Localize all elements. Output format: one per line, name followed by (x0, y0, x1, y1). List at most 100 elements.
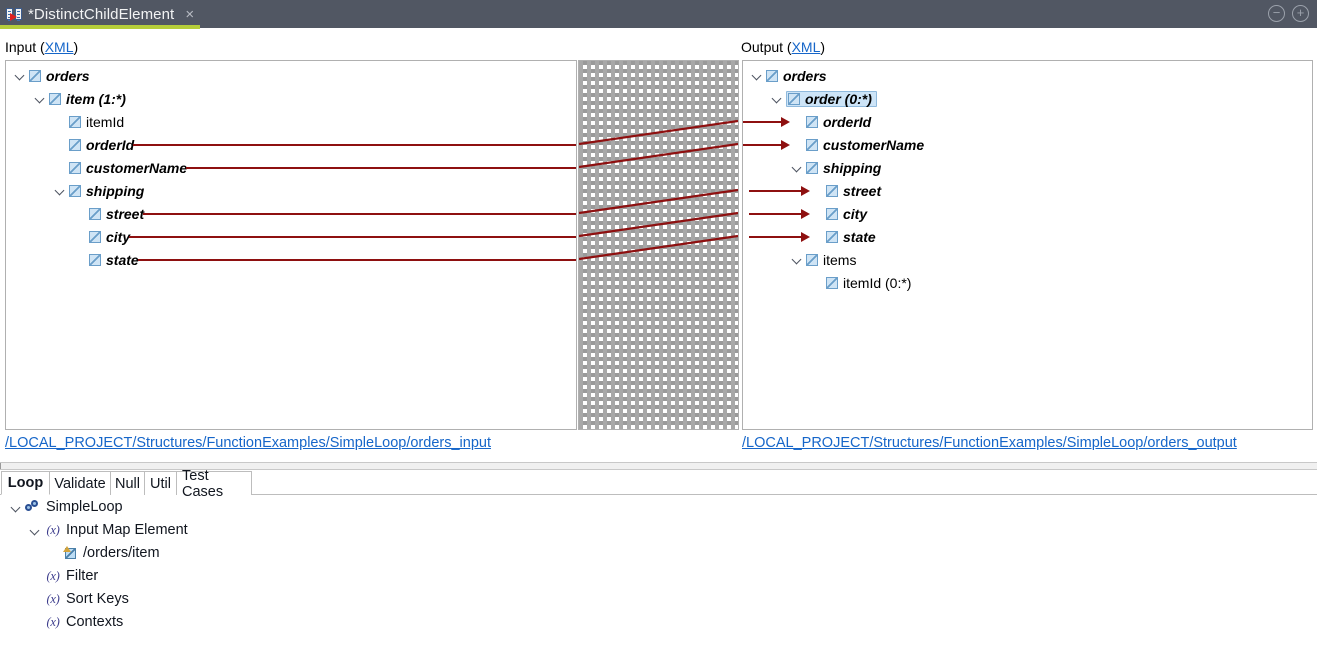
maximize-icon[interactable]: + (1292, 5, 1309, 22)
output-tree-node[interactable]: orderId (791, 112, 871, 131)
chevron-down-icon[interactable] (751, 69, 764, 82)
element-checkbox-icon[interactable] (29, 69, 41, 82)
mapping-line[interactable] (749, 236, 802, 238)
element-checkbox-icon[interactable] (69, 161, 81, 174)
mapping-line[interactable] (749, 213, 802, 215)
input-label-paren: ) (73, 39, 79, 55)
minimize-icon[interactable]: − (1268, 5, 1285, 22)
element-checkbox-icon[interactable] (766, 69, 778, 82)
loop-tree-node-label: Sort Keys (66, 591, 129, 607)
input-tree-panel[interactable]: orders item (1:*) itemId orderId customerNam… (5, 60, 577, 430)
element-checkbox-icon[interactable] (806, 253, 818, 266)
element-checkbox-icon[interactable] (69, 138, 81, 151)
chevron-down-icon[interactable] (34, 92, 47, 105)
element-checkbox-icon[interactable] (806, 161, 818, 174)
panel-sash[interactable] (0, 462, 1317, 470)
mapping-line[interactable] (743, 144, 782, 146)
output-tree-node-label: itemId (0:*) (843, 274, 912, 291)
chevron-down-icon[interactable] (54, 184, 67, 197)
output-tree-node[interactable]: orders (751, 66, 827, 85)
active-tab-underline (0, 25, 200, 29)
input-tree-node[interactable]: customerName (54, 158, 187, 177)
chevron-down-icon[interactable] (10, 501, 23, 514)
output-tree-node-content[interactable]: state (826, 230, 876, 244)
tab-loop[interactable]: Loop (1, 471, 50, 495)
element-checkbox-icon[interactable] (826, 230, 838, 243)
chevron-down-icon[interactable] (791, 161, 804, 174)
element-checkbox-icon[interactable] (788, 92, 800, 105)
element-checkbox-icon[interactable] (89, 207, 101, 220)
element-checkbox-icon[interactable] (89, 230, 101, 243)
element-checkbox-icon[interactable] (826, 276, 838, 289)
input-tree-node-label: city (106, 228, 131, 245)
loop-tree-node[interactable]: (x)Filter (29, 565, 99, 587)
output-tree-node-selected[interactable]: order (0:*) (786, 90, 877, 107)
output-tree-node-content[interactable]: street (826, 184, 881, 198)
element-checkbox-icon[interactable] (69, 115, 81, 128)
input-tree-node[interactable]: shipping (54, 181, 144, 200)
element-checkbox-icon[interactable] (826, 207, 838, 220)
output-tree-node-label: city (843, 205, 868, 222)
element-checkbox-icon[interactable] (49, 92, 61, 105)
output-tree-node-content[interactable]: orders (766, 69, 827, 83)
mapping-line[interactable] (749, 190, 802, 192)
loop-tree-node[interactable]: (x)Sort Keys (29, 588, 129, 610)
element-checkbox-icon[interactable] (806, 138, 818, 151)
mapping-line[interactable] (137, 259, 576, 261)
loop-tree-node[interactable]: (x)Contexts (29, 611, 124, 633)
mapping-line[interactable] (133, 144, 576, 146)
output-tree-node-content[interactable]: city (826, 207, 867, 221)
output-tree-node-content[interactable]: shipping (806, 161, 881, 175)
mapping-line[interactable] (743, 121, 782, 123)
output-tree-node[interactable]: itemId (0:*) (811, 273, 911, 292)
loop-tree-node[interactable]: SimpleLoop (10, 496, 123, 518)
element-checkbox-icon[interactable] (826, 184, 838, 197)
tab-test-cases[interactable]: Test Cases (176, 468, 252, 500)
input-tree-node[interactable]: street (74, 204, 144, 223)
output-tree-node[interactable]: street (811, 181, 881, 200)
editor-tab-distinctchildelement[interactable]: *DistinctChildElement × (0, 0, 194, 28)
input-tree-node[interactable]: orderId (54, 135, 134, 154)
mapping-line[interactable] (186, 167, 576, 169)
output-tree-panel[interactable]: orders order (0:*) orderId customerName ship… (742, 60, 1313, 430)
input-tree-node[interactable]: state (74, 250, 139, 269)
output-tree-node-content[interactable]: itemId (0:*) (826, 276, 911, 290)
input-xml-link[interactable]: XML (44, 39, 74, 55)
chevron-down-icon[interactable] (771, 92, 784, 105)
element-checkbox-icon[interactable] (806, 115, 818, 128)
output-tree-node[interactable]: shipping (791, 158, 881, 177)
output-tree-node[interactable]: items (791, 250, 856, 269)
input-structure-path-link[interactable]: /LOCAL_PROJECT/Structures/FunctionExampl… (5, 435, 491, 451)
output-tree-node[interactable]: city (811, 204, 867, 223)
loop-tree-node[interactable]: (x)Input Map Element (29, 519, 188, 541)
output-tree-node[interactable]: order (0:*) (771, 89, 877, 108)
input-tree-node[interactable]: city (74, 227, 130, 246)
output-label-paren: ) (820, 39, 826, 55)
mapping-arrowhead-icon (801, 209, 810, 219)
close-icon[interactable]: × (185, 5, 195, 23)
input-tree-node[interactable]: itemId (54, 112, 124, 131)
input-tree-node[interactable]: orders (14, 66, 90, 85)
output-tree-node-content[interactable]: orderId (806, 115, 871, 129)
loop-tree-node[interactable]: /orders/item (48, 542, 160, 564)
input-tree-node-label: item (1:*) (66, 90, 126, 107)
mapping-line[interactable] (143, 213, 576, 215)
output-structure-path-link[interactable]: /LOCAL_PROJECT/Structures/FunctionExampl… (742, 435, 1237, 451)
output-tree-node[interactable]: state (811, 227, 876, 246)
chevron-down-icon[interactable] (14, 69, 27, 82)
output-xml-link[interactable]: XML (791, 39, 821, 55)
output-tree-node-content[interactable]: items (806, 253, 856, 267)
element-checkbox-icon[interactable] (89, 253, 101, 266)
mapping-canvas-panel[interactable] (578, 60, 739, 430)
tab-util[interactable]: Util (144, 471, 177, 495)
tab-null[interactable]: Null (110, 471, 145, 495)
element-checkbox-icon[interactable] (69, 184, 81, 197)
tab-validate[interactable]: Validate (49, 471, 111, 495)
chevron-down-icon[interactable] (791, 253, 804, 266)
chevron-down-icon[interactable] (29, 524, 42, 537)
output-tree-node-content[interactable]: customerName (806, 138, 924, 152)
mapping-line[interactable] (129, 236, 576, 238)
input-tree-node[interactable]: item (1:*) (34, 89, 126, 108)
output-tree-node[interactable]: customerName (791, 135, 924, 154)
output-tree-node-label: orders (783, 67, 827, 84)
